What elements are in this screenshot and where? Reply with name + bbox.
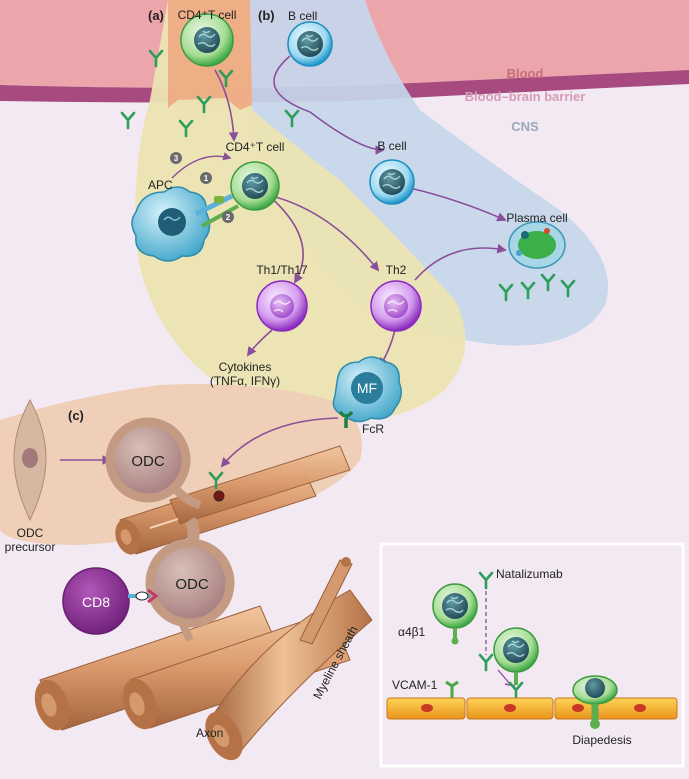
diapedesis-label: Diapedesis bbox=[572, 733, 631, 747]
diapedesis-cell bbox=[572, 675, 618, 729]
panel-b-label: (b) bbox=[258, 8, 275, 23]
antigen-peptide bbox=[214, 196, 224, 203]
arrow-th1-to-cytokines bbox=[246, 329, 273, 357]
mhc-1-ligand bbox=[147, 588, 159, 604]
cd8-cell bbox=[62, 567, 130, 635]
vcam-label: VCAM-1 bbox=[392, 678, 438, 692]
cd4-top-label: CD4⁺T cell bbox=[178, 8, 237, 22]
cd4-t-cell-mid bbox=[230, 161, 280, 211]
cytokines-sub-label: (TNFα, IFNγ) bbox=[210, 374, 280, 388]
arrow-step-3 bbox=[171, 152, 232, 179]
vcam-1-receptor bbox=[445, 680, 459, 698]
panel-a-label: (a) bbox=[148, 8, 164, 23]
apc-cell bbox=[131, 186, 211, 262]
th2-cell bbox=[370, 280, 422, 332]
macrophage-cell bbox=[332, 356, 402, 423]
odc-1-label: ODC bbox=[131, 453, 165, 470]
mhc-complex bbox=[194, 193, 234, 217]
svg-text:3: 3 bbox=[174, 154, 179, 163]
th1-label: Th1/Th17 bbox=[256, 263, 308, 277]
odc-precursor-label-1: ODC bbox=[17, 526, 44, 540]
tcr-antigen bbox=[135, 591, 149, 601]
bbb-label: Blood–brain barrier bbox=[465, 89, 586, 104]
b-cell-top bbox=[287, 21, 333, 67]
arrow-b-to-plasma bbox=[409, 187, 507, 222]
odc-cell-2 bbox=[145, 538, 235, 628]
myelin-antigen bbox=[213, 490, 225, 502]
th2-label: Th2 bbox=[386, 263, 407, 277]
endothelial-nucleus-3 bbox=[572, 704, 584, 712]
cd4-mid-label: CD4⁺T cell bbox=[226, 140, 285, 154]
endothelial-nucleus-4 bbox=[634, 704, 646, 712]
inset-t-cell-1 bbox=[432, 583, 478, 629]
arrow-to-th1 bbox=[267, 194, 304, 284]
odc-cell-1 bbox=[105, 417, 191, 503]
b-cell-mid-label: B cell bbox=[377, 139, 406, 153]
odc-2-process bbox=[178, 620, 194, 642]
odc-precursor-label-2: precursor bbox=[5, 540, 56, 554]
th1-th17-cell bbox=[256, 280, 308, 332]
step-badge-2: 2 bbox=[222, 211, 234, 223]
cd4-t-cell-top bbox=[180, 13, 234, 67]
step-badge-1: 1 bbox=[200, 172, 212, 184]
arrow-cd4-migrate bbox=[214, 69, 239, 142]
arrow-fcr-to-odc bbox=[220, 417, 339, 468]
odc-precursor-nucleus bbox=[22, 448, 38, 468]
natalizumab-inset: Natalizumab α4β1 VCAM-1 bbox=[379, 542, 685, 768]
panel-c-label: (c) bbox=[68, 408, 84, 423]
apc-label: APC bbox=[148, 178, 173, 192]
plasma-label: Plasma cell bbox=[506, 211, 567, 225]
integrin-label: α4β1 bbox=[398, 625, 426, 639]
odc-2-label: ODC bbox=[175, 576, 209, 593]
myelinated-axons-upper bbox=[115, 445, 351, 555]
myelinated-axons-lower bbox=[34, 557, 373, 761]
plasma-cell bbox=[508, 221, 566, 269]
axon-label: Axon bbox=[196, 726, 223, 740]
natalizumab-label: Natalizumab bbox=[496, 567, 563, 581]
integrin-head bbox=[451, 637, 459, 645]
endothelial-nucleus-2 bbox=[504, 704, 516, 712]
cytokines-label: Cytokines bbox=[219, 360, 272, 374]
cd8-label: CD8 bbox=[82, 594, 110, 610]
b-cell-top-label: B cell bbox=[288, 9, 317, 23]
blocking-line bbox=[497, 669, 511, 685]
cns-label: CNS bbox=[511, 119, 539, 134]
fcr-label: FcR bbox=[362, 422, 384, 436]
svg-text:1: 1 bbox=[204, 174, 209, 183]
mf-label: MF bbox=[357, 380, 377, 396]
step-badge-3: 3 bbox=[170, 152, 182, 164]
odc-1-process bbox=[171, 485, 202, 510]
arrow-th2-to-plasma bbox=[414, 243, 507, 281]
inset-t-cell-2 bbox=[493, 627, 539, 673]
arrow-to-th2 bbox=[267, 194, 380, 272]
fcr-receptor bbox=[338, 410, 354, 428]
svg-text:2: 2 bbox=[226, 213, 231, 222]
endothelial-nucleus-1 bbox=[421, 704, 433, 712]
co-stimulatory-bond bbox=[201, 204, 239, 228]
blood-label: Blood bbox=[507, 66, 544, 81]
arrow-b-migrate bbox=[273, 55, 385, 155]
b-cell-mid bbox=[369, 159, 415, 205]
